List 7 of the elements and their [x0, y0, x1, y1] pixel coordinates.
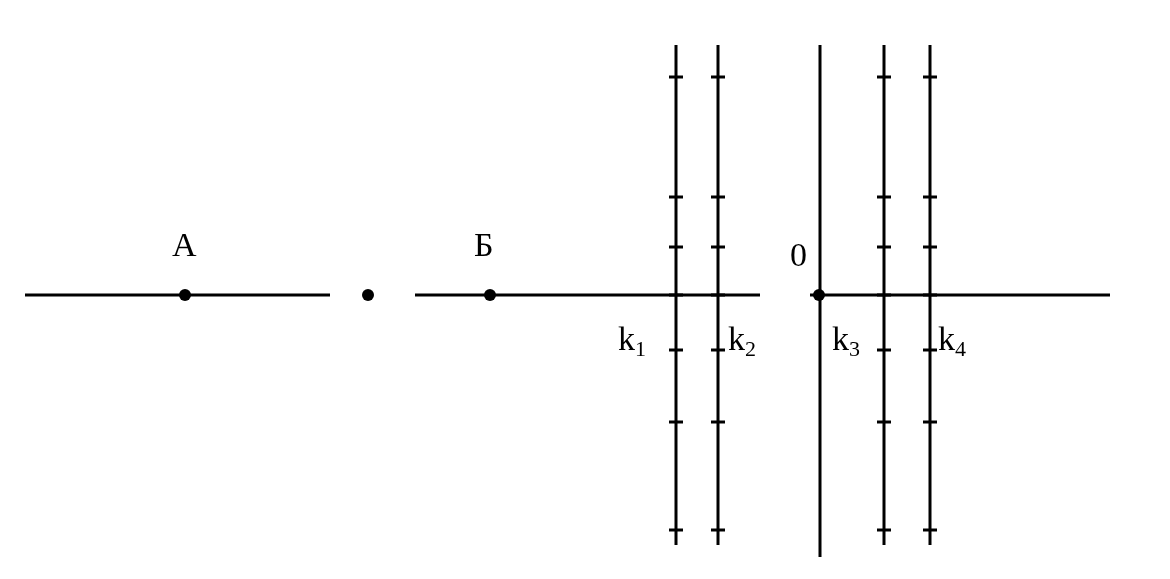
line-label: k$_{1}$ — [618, 322, 646, 360]
line-label: k$_{2}$ — [728, 322, 756, 360]
origin-label: 0 — [790, 238, 807, 272]
line-label: k$_{4}$ — [938, 322, 966, 360]
point-label: А — [172, 228, 197, 262]
point-label: Б — [474, 228, 494, 262]
line-label: k$_{3}$ — [832, 322, 860, 360]
